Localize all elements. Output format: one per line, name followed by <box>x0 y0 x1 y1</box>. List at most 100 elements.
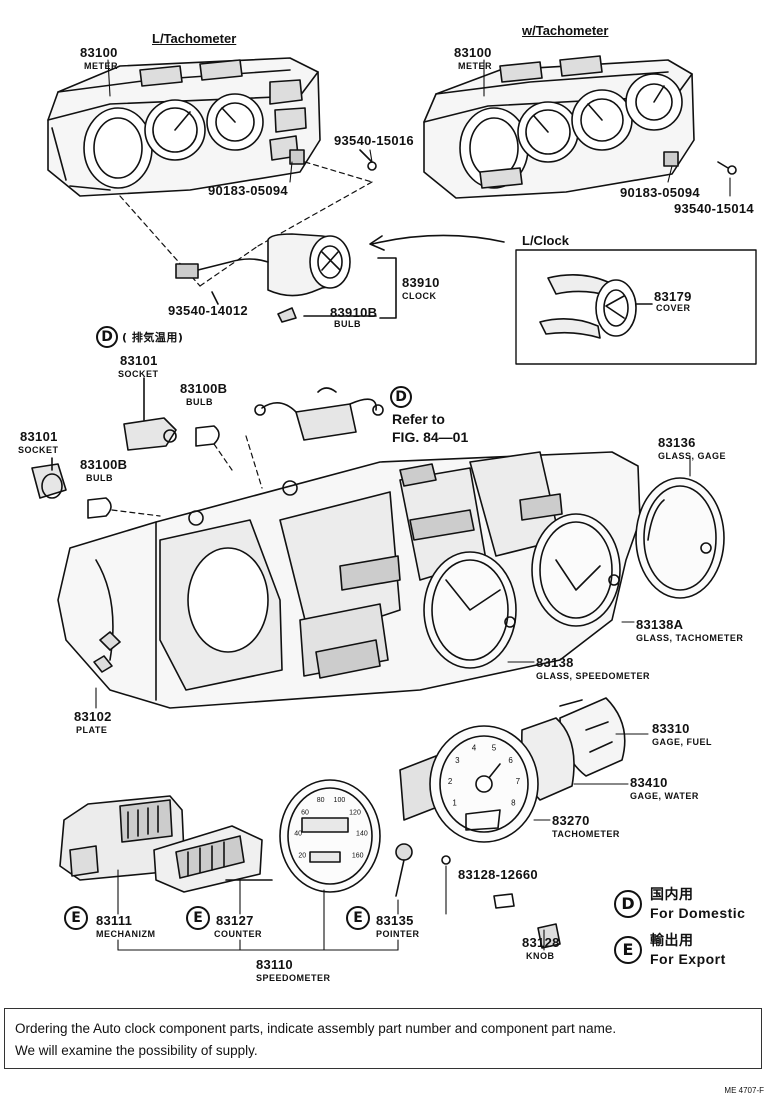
part-name: BULB <box>86 473 113 483</box>
part-name: MECHANIZM <box>96 929 156 939</box>
part-name: GLASS, SPEEDOMETER <box>536 671 651 681</box>
part-name: GAGE, WATER <box>630 791 699 801</box>
export-mark-pointer: E <box>346 906 370 930</box>
header-l-clock: L/Clock <box>522 233 569 248</box>
glass-gage-drawing <box>635 477 725 599</box>
part-name: COUNTER <box>214 929 262 939</box>
wire-harness-drawing <box>254 387 384 441</box>
part-number: 83138A <box>636 617 684 632</box>
part-number: 83128 <box>522 935 560 950</box>
refer-figure-link[interactable]: FIG. 84—01 <box>392 429 469 445</box>
legend-export-mark: E <box>614 936 642 964</box>
label-clip-2: 90183-05094 <box>620 185 700 200</box>
tach-dial-label: 7 <box>516 777 521 786</box>
label-clip-1: 90183-05094 <box>208 183 288 198</box>
header-w-tachometer: w/Tachometer <box>522 23 609 38</box>
part-number: 83135 <box>376 913 414 928</box>
leader-lines-middle <box>111 435 263 517</box>
part-name: METER <box>84 61 118 71</box>
tach-dial-label: 4 <box>472 743 477 752</box>
meter-left-drawing <box>47 57 321 197</box>
glass-tachometer-drawing <box>531 513 621 627</box>
part-name: POINTER <box>376 929 420 939</box>
tach-dial-label: 6 <box>508 756 513 765</box>
part-name: BULB <box>186 397 213 407</box>
part-name: PLATE <box>76 725 108 735</box>
part-number: 83910B <box>330 305 378 320</box>
cover-arrow <box>371 234 505 245</box>
cover-arrow-head <box>369 235 385 251</box>
part-number: 83100B <box>180 381 228 396</box>
speedo-dial-label: 120 <box>349 810 361 817</box>
label-screw-1: 93540-15016 <box>334 133 414 148</box>
exhaust-temp-note: ( 排気温用) <box>122 331 184 344</box>
part-number: 83101 <box>20 429 58 444</box>
part-number: 83270 <box>552 813 590 828</box>
export-mark-mechanism: E <box>64 906 88 930</box>
part-number: 83102 <box>74 709 112 724</box>
drawing-code: ME 4707-F <box>724 1086 764 1095</box>
part-number: 83100B <box>80 457 128 472</box>
sockets-drawing <box>31 377 220 519</box>
part-number: 83110 <box>256 957 293 972</box>
part-number: 83101 <box>120 353 158 368</box>
label-screw-2: 93540-15014 <box>674 201 754 216</box>
part-name: KNOB <box>526 951 555 961</box>
tachometer-drawing: 1 2 3 4 5 6 7 8 <box>399 725 539 843</box>
part-number: 83100 <box>80 45 118 60</box>
tach-dial-label: 1 <box>452 799 457 808</box>
part-name: GLASS, TACHOMETER <box>636 633 744 643</box>
part-name: METER <box>458 61 492 71</box>
clock-drawing <box>175 233 397 323</box>
glass-speedometer-drawing <box>423 551 517 669</box>
l-clock-box <box>515 249 757 365</box>
speedo-dial-label: 20 <box>298 852 306 859</box>
meter-right-drawing <box>423 55 695 199</box>
part-number: 83179 <box>654 289 692 304</box>
part-name: GLASS, GAGE <box>658 451 727 461</box>
refer-to-text: Refer to <box>392 411 445 427</box>
mechanism-drawing <box>59 795 185 881</box>
ordering-note-line-1: Ordering the Auto clock component parts,… <box>15 1021 617 1036</box>
tach-dial-label: 3 <box>455 756 460 765</box>
part-number: 83138 <box>536 655 574 670</box>
domestic-mark: D <box>96 326 118 348</box>
part-name: TACHOMETER <box>552 829 620 839</box>
part-number: 83127 <box>216 913 254 928</box>
tach-dial-label: 2 <box>448 777 453 786</box>
part-number: 83910 <box>402 275 440 290</box>
speedo-dial-label: 160 <box>352 852 364 859</box>
part-name: SPEEDOMETER <box>256 973 331 983</box>
refer-domestic-mark: D <box>390 386 412 408</box>
speedo-dial-label: 80 <box>317 797 325 804</box>
part-name: CLOCK <box>402 291 437 301</box>
part-number: 83410 <box>630 775 668 790</box>
callout-lines <box>95 59 731 951</box>
legend-export-en: For Export <box>650 951 726 967</box>
legend-domestic-mark: D <box>614 890 642 918</box>
part-name: COVER <box>656 303 691 313</box>
export-mark-counter: E <box>186 906 210 930</box>
part-name: SOCKET <box>118 369 159 379</box>
tach-dial-label: 8 <box>511 799 516 808</box>
speedo-dial-label: 60 <box>301 810 309 817</box>
part-number: 83310 <box>652 721 690 736</box>
plate-drawing <box>57 451 641 709</box>
pointer-drawing <box>395 843 413 897</box>
legend-export-jp: 輸出用 <box>650 933 694 949</box>
part-number: 83111 <box>96 913 133 928</box>
hardware-top <box>289 149 737 175</box>
ordering-note-line-2: We will examine the possibility of suppl… <box>15 1043 258 1058</box>
counter-drawing <box>153 825 273 893</box>
speedo-dial-label: 140 <box>356 831 368 838</box>
part-number: 83100 <box>454 45 492 60</box>
cover-drawing <box>539 274 653 339</box>
part-number: 83136 <box>658 435 696 450</box>
speedo-dial-label: 100 <box>334 797 346 804</box>
legend-domestic-jp: 国内用 <box>650 887 694 903</box>
tach-dial-label: 5 <box>492 743 497 752</box>
part-name: SOCKET <box>18 445 59 455</box>
label-screw-3: 93540-14012 <box>168 303 248 318</box>
